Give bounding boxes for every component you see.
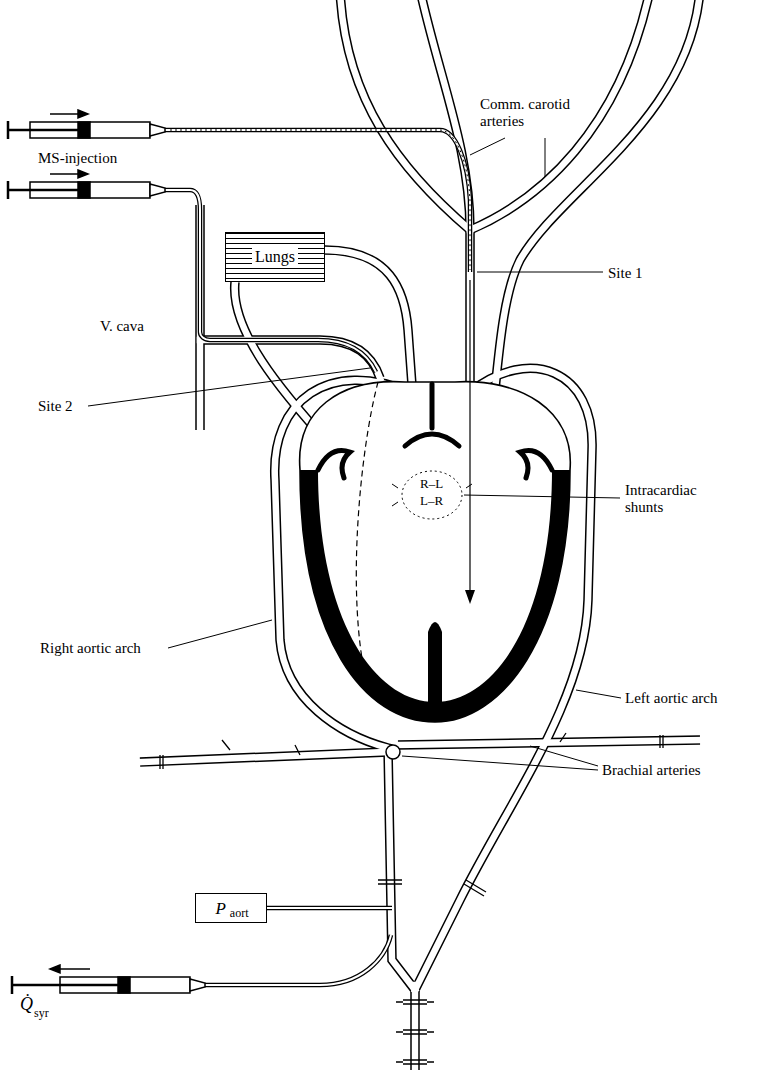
heart-outline — [300, 382, 571, 722]
av-valve — [318, 450, 552, 478]
atrial-septum — [405, 384, 459, 446]
vessel-label: Comm. carotid arteries — [480, 96, 580, 131]
shunt-label: R–L — [420, 477, 443, 492]
node-subscript: aort — [229, 907, 250, 919]
vessel-label: Brachial arteries — [602, 762, 701, 779]
flow-symbol: Q̇ — [20, 994, 33, 1015]
syringes — [8, 110, 205, 994]
flow-arrowhead — [465, 590, 475, 604]
ventricle-septum — [428, 622, 442, 703]
site-label: Site 2 — [38, 398, 73, 415]
vessel-label: Right aortic arch — [40, 640, 141, 657]
callout-label: Intracardiac shunts — [625, 482, 725, 517]
shunt-label: L–R — [420, 494, 443, 509]
catheter-lumen — [165, 130, 470, 985]
brachial-loop — [386, 745, 400, 759]
vessel-label: V. cava — [100, 318, 144, 335]
ventricle-wall — [300, 470, 570, 722]
vessel-lumen — [140, 0, 700, 1070]
syringe-label: MS-injection — [38, 150, 117, 167]
shunt-region — [402, 471, 462, 519]
lungs-box: Lungs — [225, 232, 325, 282]
vessel-walls — [140, 0, 700, 1070]
vessel-label: Left aortic arch — [625, 690, 717, 707]
node-label: P — [212, 899, 228, 918]
leader-lines — [88, 138, 621, 770]
node-label: Lungs — [252, 248, 298, 266]
heart — [300, 382, 571, 722]
catheter-walls — [165, 130, 470, 985]
vessel-ligatures — [160, 733, 663, 1064]
flow-subscript: syr — [34, 1007, 49, 1021]
site-label: Site 1 — [608, 265, 643, 282]
flow-line-site1 — [469, 280, 470, 600]
catheter-path-site2 — [356, 382, 378, 688]
pressure-recorder-box: Paort — [195, 893, 267, 923]
